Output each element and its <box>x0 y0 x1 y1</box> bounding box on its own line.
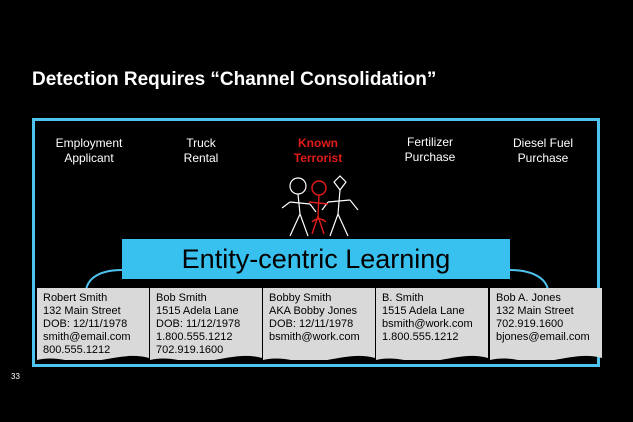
channel-label-line1: Fertilizer <box>406 135 453 149</box>
record-card: Bobby Smith AKA Bobby Jones DOB: 12/11/1… <box>263 288 375 360</box>
entity-learning-banner: Entity-centric Learning <box>122 239 510 279</box>
record-card: Bob A. Jones 132 Main Street 702.919.160… <box>490 288 602 360</box>
record-line: 702.919.1600 <box>496 318 564 330</box>
record-line: Bob A. Jones <box>496 292 561 304</box>
record-line: 1.800.555.1212 <box>156 331 233 343</box>
record-line: bsmith@work.com <box>382 318 473 330</box>
channel-label-line1: Diesel Fuel <box>512 136 574 150</box>
channel-label-line2: Purchase <box>517 151 569 165</box>
page-number: 33 <box>11 372 20 381</box>
record-line: bsmith@work.com <box>269 331 360 343</box>
channel-truck-rental: Truck Rental <box>149 136 253 166</box>
channel-label-line1: Employment <box>55 136 123 150</box>
record-line: 1515 Adela Lane <box>156 305 239 317</box>
channel-diesel-fuel: Diesel Fuel Purchase <box>491 136 595 166</box>
channel-known-terrorist: Known Terrorist <box>266 136 370 166</box>
channel-frame <box>32 118 600 367</box>
record-line: DOB: 11/12/1978 <box>156 318 241 330</box>
document-shape <box>263 288 375 360</box>
record-line: B. Smith <box>382 292 424 304</box>
channel-label-line2: Applicant <box>64 151 114 165</box>
record-line: 132 Main Street <box>43 305 121 317</box>
record-line: DOB: 12/11/1978 <box>43 318 128 330</box>
record-line: smith@email.com <box>43 331 131 343</box>
document-shape <box>490 288 602 360</box>
record-line: 702.919.1600 <box>156 344 224 356</box>
channel-employment: Employment Applicant <box>37 136 141 166</box>
channel-label-line2: Terrorist <box>293 151 343 165</box>
record-line: AKA Bobby Jones <box>269 305 358 317</box>
document-shape <box>150 288 262 360</box>
record-line: 1.800.555.1212 <box>382 331 459 343</box>
channel-label-line2: Rental <box>183 151 219 165</box>
record-line: Bob Smith <box>156 292 207 304</box>
record-card: Robert Smith 132 Main Street DOB: 12/11/… <box>37 288 149 360</box>
record-line: Robert Smith <box>43 292 108 304</box>
record-line: DOB: 12/11/1978 <box>269 318 354 330</box>
record-line: 132 Main Street <box>496 305 574 317</box>
record-line: 1515 Adela Lane <box>382 305 465 317</box>
channel-label-line1: Known <box>298 136 338 150</box>
slide-title: Detection Requires “Channel Consolidatio… <box>32 69 437 90</box>
record-line: bjones@email.com <box>496 331 590 343</box>
record-line: 800.555.1212 <box>43 344 111 356</box>
record-line: Bobby Smith <box>269 292 332 304</box>
channel-fertilizer: Fertilizer Purchase <box>378 135 482 165</box>
document-shape <box>376 288 488 360</box>
channel-label-line1: Truck <box>186 136 216 150</box>
document-shape <box>37 288 149 360</box>
record-card: Bob Smith 1515 Adela Lane DOB: 11/12/197… <box>150 288 262 360</box>
channel-label-line2: Purchase <box>404 150 456 164</box>
record-card: B. Smith 1515 Adela Lane bsmith@work.com… <box>376 288 488 360</box>
stick-figures-illustration <box>281 175 359 237</box>
